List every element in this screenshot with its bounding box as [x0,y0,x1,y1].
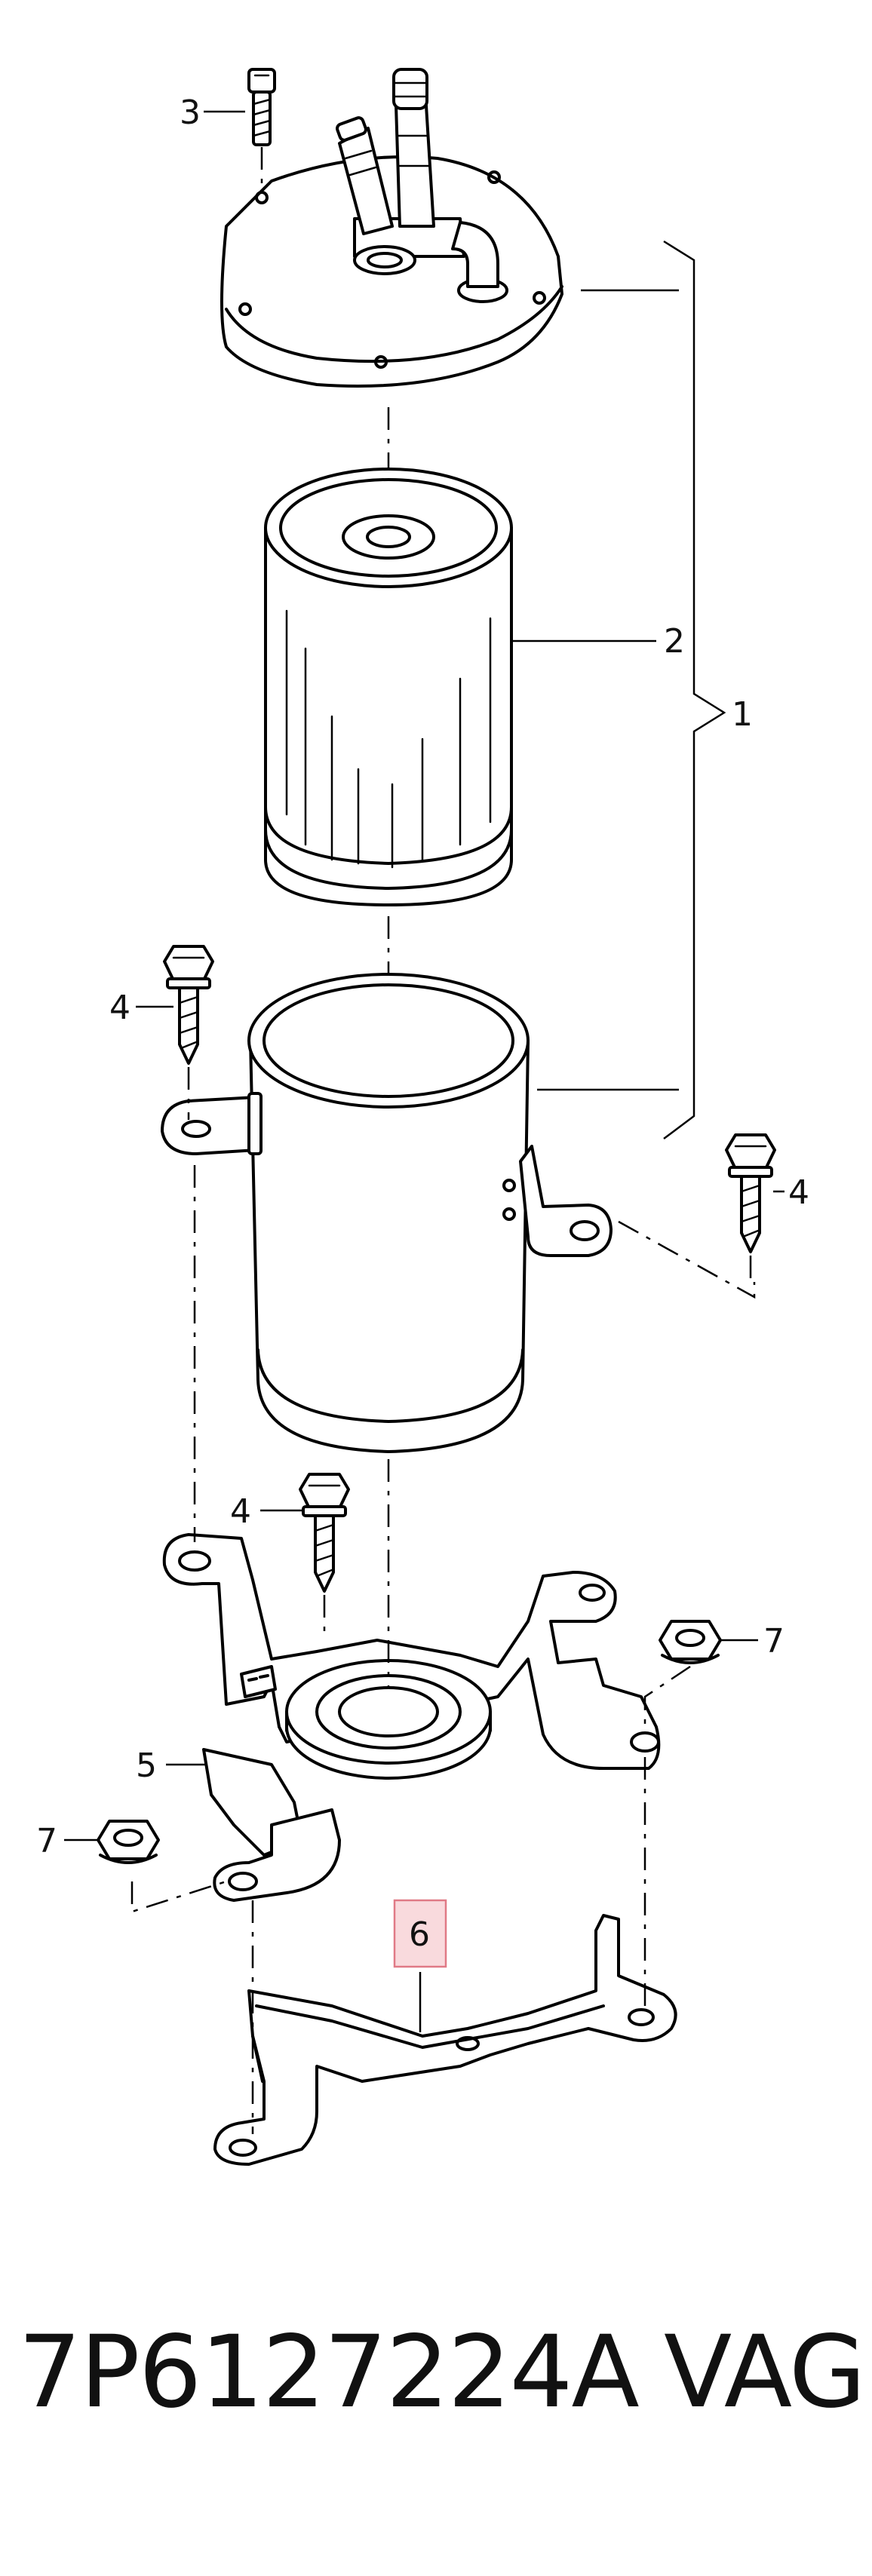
leader-lines [64,110,784,2032]
part-7-nut-right [659,1620,722,1664]
alignment-lines [130,1165,756,2134]
part-4-screw-center [299,1473,350,1640]
part-number: 7P6127224A [18,2314,640,2430]
part-2-filter-element [264,407,513,1041]
filter-housing [161,973,613,1453]
part-4-screw-right [725,1133,776,1286]
part-4-screw-left [163,945,214,1120]
callout-4-left: 4 [109,989,130,1027]
exploded-parts-diagram: 1 2 3 4 4 4 5 6 7 7 [36,68,809,2166]
callout-labels: 1 2 3 4 4 4 5 6 7 7 [36,94,809,1968]
callout-3: 3 [180,94,201,132]
callout-5: 5 [136,1746,157,1785]
part-7-nut-left [97,1820,160,1864]
brand-label: VAG [664,2314,866,2430]
callout-4-center: 4 [230,1492,251,1531]
callout-7-left: 7 [36,1822,57,1860]
callout-2: 2 [664,622,685,661]
filter-lid [220,68,563,388]
part-6-bracket [213,1914,677,2166]
part-5-bracket [162,1533,661,1902]
group-1-bracket [663,240,726,1139]
callout-4-right: 4 [788,1173,809,1212]
callout-1: 1 [732,695,753,734]
callout-6: 6 [409,1915,430,1954]
part-3-screw [247,68,276,192]
footer: 7P6127224A VAG [0,2292,872,2466]
callout-6-highlight [393,1899,447,1968]
callout-7-right: 7 [763,1622,784,1661]
